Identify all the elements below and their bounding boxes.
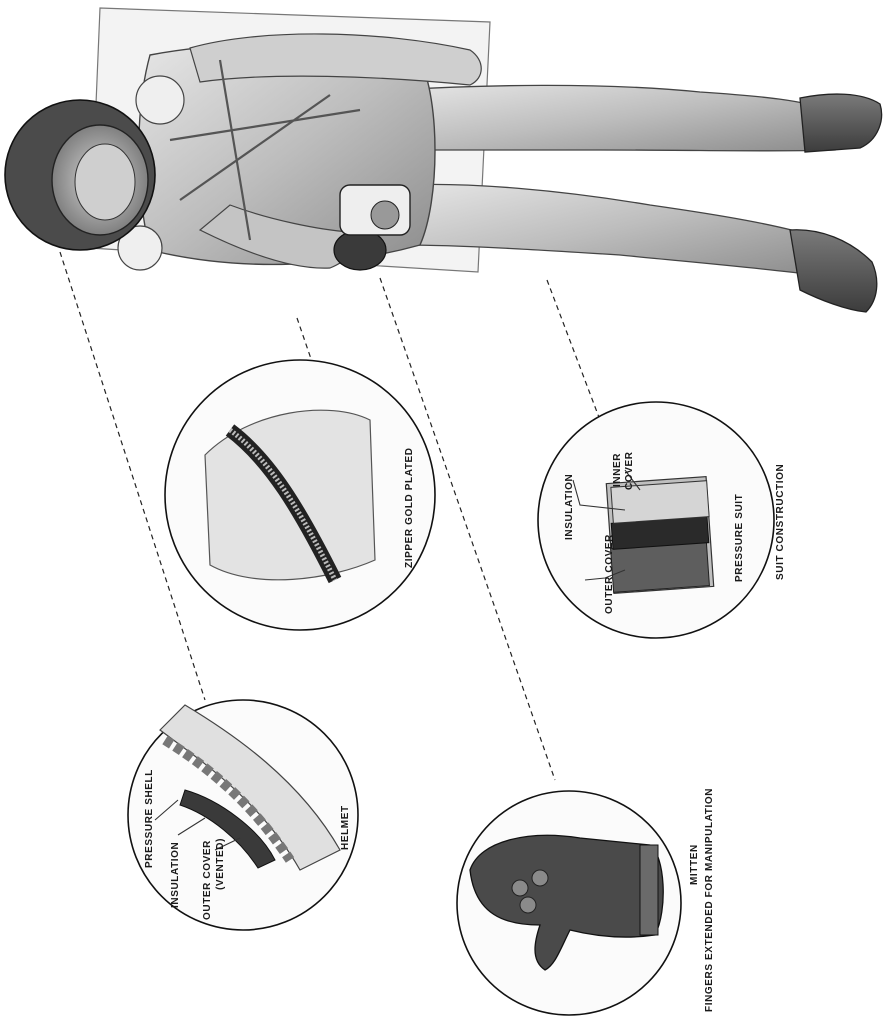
suit-layer-inner: INNER [612,453,623,487]
controller-dial [371,201,399,229]
mitten-finger [512,880,528,896]
suit-layer-insulation: INSULATION [564,474,575,540]
mitten-finger [532,870,548,886]
suit-layer-outer-cover: OUTER COVER [604,534,615,614]
helmet-layer-insulation: INSULATION [170,842,181,908]
boot-lower [790,230,877,312]
astronaut-face [75,144,135,220]
mitten-title: MITTEN [689,844,700,885]
zipper-label: ZIPPER GOLD PLATED [404,447,415,568]
boot-upper [800,94,882,152]
helmet-callout: PRESSURE SHELL INSULATION OUTER COVER (V… [128,700,358,930]
mitten-caption: FINGERS EXTENDED FOR MANIPULATION [704,788,715,1012]
helmet-layer-pressure-shell: PRESSURE SHELL [144,769,155,868]
helmet-layer-outer-cover: OUTER COVER [202,840,213,920]
glove [334,230,386,270]
shoulder-pad-upper [136,76,184,124]
suit-construction-callout: INNER COVER INSULATION OUTER COVER PRESS… [538,402,786,638]
leader-suit-construction [547,280,600,420]
layer-outer-cover [611,542,710,593]
leg-upper [395,85,835,151]
suit-construction-caption: SUIT CONSTRUCTION [775,464,786,580]
helmet-layer-vented: (VENTED) [215,838,226,890]
mitten-cuff [640,845,658,935]
helmet-caption: HELMET [340,805,351,850]
suit-layer-pressure-suit: PRESSURE SUIT [734,494,745,582]
astronaut-figure [5,8,882,312]
mitten-finger [520,897,536,913]
mitten-callout: MITTEN FINGERS EXTENDED FOR MANIPULATION [457,788,715,1015]
suit-layer-cover: COVER [624,451,635,490]
zipper-callout: ZIPPER GOLD PLATED [165,360,435,630]
